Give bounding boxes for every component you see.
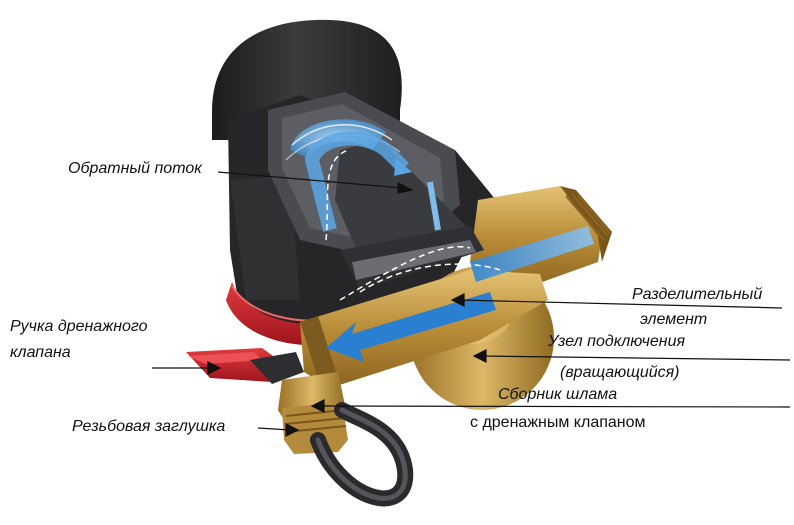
label-separator-line2: элемент	[640, 311, 708, 328]
leader-lines	[152, 171, 791, 437]
label-drain-handle-line1: Ручка дренажного	[10, 318, 148, 335]
drain-valve-handle	[186, 348, 304, 384]
label-drain-handle-line2: клапана	[10, 344, 71, 361]
leader-separator	[459, 299, 783, 309]
leader-connection	[481, 355, 791, 361]
label-return-flow: Обратный поток	[68, 160, 202, 177]
leader-plug	[257, 427, 291, 431]
label-sludge-line2: с дренажным клапаном	[470, 414, 646, 431]
separator-element	[335, 140, 484, 290]
leader-sludge	[319, 405, 791, 408]
label-threaded-plug: Резьбовая заглушка	[72, 418, 226, 435]
drain-loop	[310, 402, 414, 507]
label-sludge-line1: Сборник шлама	[498, 386, 618, 403]
label-connection-line1: Узел подключения	[548, 333, 686, 350]
label-connection-line2: (вращающийся)	[560, 364, 680, 381]
flow-arrows	[304, 131, 594, 362]
leader-return-flow	[217, 171, 403, 189]
label-separator-line1: Разделительный	[632, 286, 763, 303]
